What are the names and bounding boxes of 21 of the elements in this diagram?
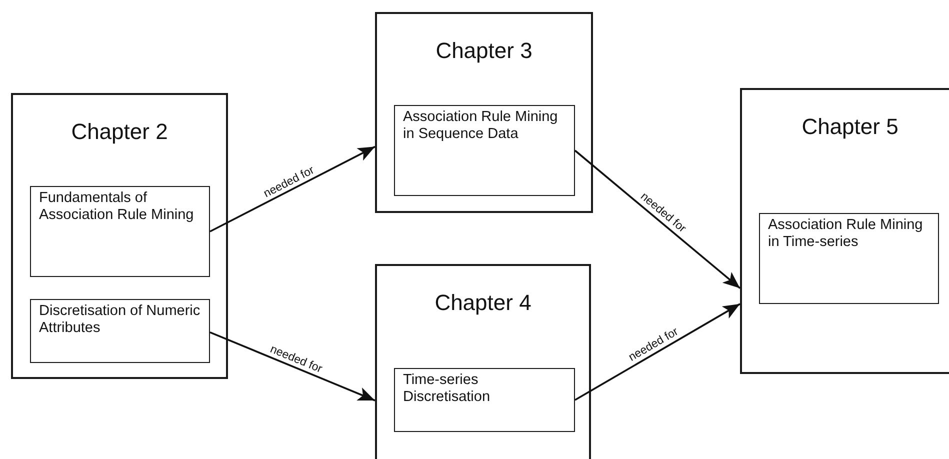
topic-text: Time-series Discretisation	[403, 372, 492, 406]
chapter-box	[11, 93, 228, 379]
chapter-box	[375, 12, 593, 213]
chapter-heading: Chapter 4	[434, 290, 532, 316]
arrow	[210, 146, 376, 232]
arrow	[574, 303, 740, 401]
chapter-heading: Chapter 2	[70, 119, 169, 145]
topic-box	[394, 368, 575, 432]
topic-box	[30, 186, 210, 277]
chapter-box	[375, 264, 591, 459]
topic-text: Discretisation of Numeric Attributes	[39, 303, 201, 337]
topic-text: Association Rule Mining in Sequence Data	[403, 109, 559, 143]
topic-text: Association Rule Mining in Time-series	[768, 217, 924, 251]
arrow	[210, 331, 376, 402]
chapter-box	[740, 88, 949, 374]
chapter-heading: Chapter 3	[434, 38, 534, 64]
topic-text: Fundamentals of Association Rule Mining	[39, 190, 195, 224]
topic-box	[394, 105, 575, 196]
topic-box	[759, 213, 939, 304]
topic-box	[30, 299, 210, 363]
chapter-heading: Chapter 5	[800, 114, 900, 140]
